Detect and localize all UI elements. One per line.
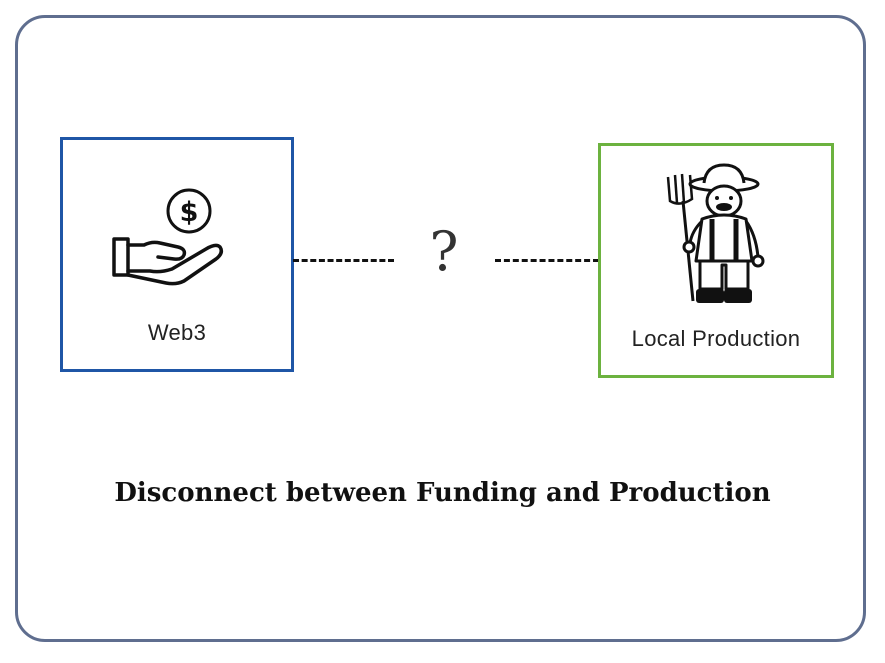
hand-dollar-icon: $ <box>110 187 230 287</box>
farmer-icon <box>656 161 766 311</box>
svg-text:$: $ <box>180 197 199 228</box>
question-mark: ? <box>412 220 476 284</box>
local-production-box: Local Production <box>598 143 834 378</box>
web3-label: Web3 <box>63 320 291 346</box>
local-production-label: Local Production <box>601 326 831 352</box>
diagram-caption: Disconnect between Funding and Productio… <box>40 478 845 508</box>
connector-left <box>293 259 394 262</box>
connector-right <box>495 259 599 262</box>
web3-box: $ Web3 <box>60 137 294 372</box>
